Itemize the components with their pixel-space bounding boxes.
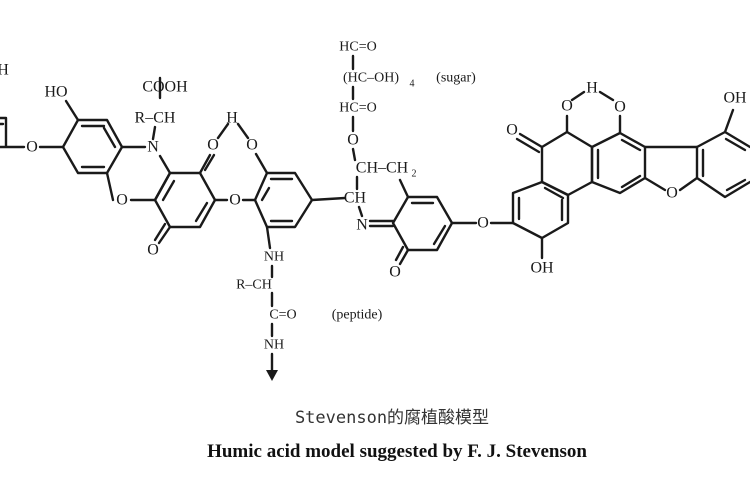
bond-keto-a xyxy=(515,132,544,154)
label-h-bond1: H xyxy=(226,110,238,127)
ring-g xyxy=(540,130,594,197)
caption-english: Humic acid model suggested by F. J. Stev… xyxy=(207,441,587,462)
bond-to-ch xyxy=(310,196,347,202)
label-ch-mid: CH xyxy=(344,190,367,207)
label-n-imine: N xyxy=(356,217,368,234)
label-oh-right: OH xyxy=(723,90,747,107)
arrow-down-icon xyxy=(266,370,278,381)
ring-i-double xyxy=(701,137,747,192)
bond-hbond2 xyxy=(570,90,622,135)
furan-ring xyxy=(643,145,699,192)
bond-hbond1 xyxy=(216,122,269,175)
left-fragment xyxy=(0,116,26,149)
label-o-quinone: O xyxy=(389,264,401,281)
label-o-keto-a: O xyxy=(506,122,518,139)
label-sugar-hco-top: HC=O xyxy=(339,40,376,55)
bond-keto-top xyxy=(198,153,216,175)
label-c-o-peptide: C=O xyxy=(269,308,296,323)
ring-a xyxy=(61,118,124,175)
atom-labels: H HO O COOH R–CH N O O O H O O HC=O (HC–… xyxy=(0,40,747,353)
bond-ch-n xyxy=(151,76,162,141)
ring-e xyxy=(391,195,454,252)
label-sugar-hcoh: (HC–OH) xyxy=(343,71,399,86)
sugar-chain-bonds xyxy=(351,54,364,218)
label-o-link1: O xyxy=(26,139,38,156)
label-o-keto-b: O xyxy=(561,98,573,115)
ring-h-double xyxy=(596,138,642,189)
label-cooh: COOH xyxy=(142,79,188,96)
label-r-ch-peptide: R–CH xyxy=(236,278,272,293)
label-ch-ch2: CH–CH xyxy=(356,160,409,177)
caption-chinese: Stevenson的腐植酸模型 xyxy=(295,408,489,428)
label-o-hbond2: O xyxy=(614,99,626,116)
label-oh-bottom: OH xyxy=(530,260,554,277)
label-nh-top: NH xyxy=(264,250,284,265)
ring-i xyxy=(695,108,750,199)
ring-d xyxy=(253,171,314,229)
label-ch2-sub: 2 xyxy=(412,169,417,180)
ring-d-double xyxy=(260,177,294,223)
label-o-hbond-right: O xyxy=(246,137,258,154)
label-sugar-note: (sugar) xyxy=(436,71,476,86)
ring-f-double xyxy=(517,186,565,222)
ring-a-double xyxy=(80,124,117,169)
bond-imine xyxy=(368,219,395,228)
label-o-furan: O xyxy=(666,185,678,202)
label-ho-left: HO xyxy=(44,84,67,101)
label-o-link2: O xyxy=(229,192,241,209)
label-sugar-o: O xyxy=(347,132,359,149)
label-edge-h: H xyxy=(0,62,9,79)
label-o-keto-top: O xyxy=(207,137,219,154)
label-sugar-sub: 4 xyxy=(410,79,415,90)
bond-ho xyxy=(64,99,80,122)
label-sugar-hco-bottom: HC=O xyxy=(339,101,376,116)
ring-h xyxy=(590,131,647,195)
bond-ch2 xyxy=(398,178,410,199)
label-h-bond2: H xyxy=(586,80,598,97)
label-n-ring: N xyxy=(147,139,159,156)
ring-c-double xyxy=(161,179,209,223)
label-o-link3: O xyxy=(477,215,489,232)
label-o-keto-bottom: O xyxy=(147,242,159,259)
label-peptide-note: (peptide) xyxy=(332,308,383,323)
label-nh-bottom: NH xyxy=(264,338,284,353)
ring-e-double xyxy=(410,201,447,246)
bond-quinone-o xyxy=(394,245,410,266)
bonds xyxy=(0,54,750,381)
bond-keto-bottom xyxy=(153,222,172,245)
bond-nh xyxy=(265,225,274,374)
label-r-ch-top: R–CH xyxy=(135,110,176,127)
label-o-ring: O xyxy=(116,192,128,209)
